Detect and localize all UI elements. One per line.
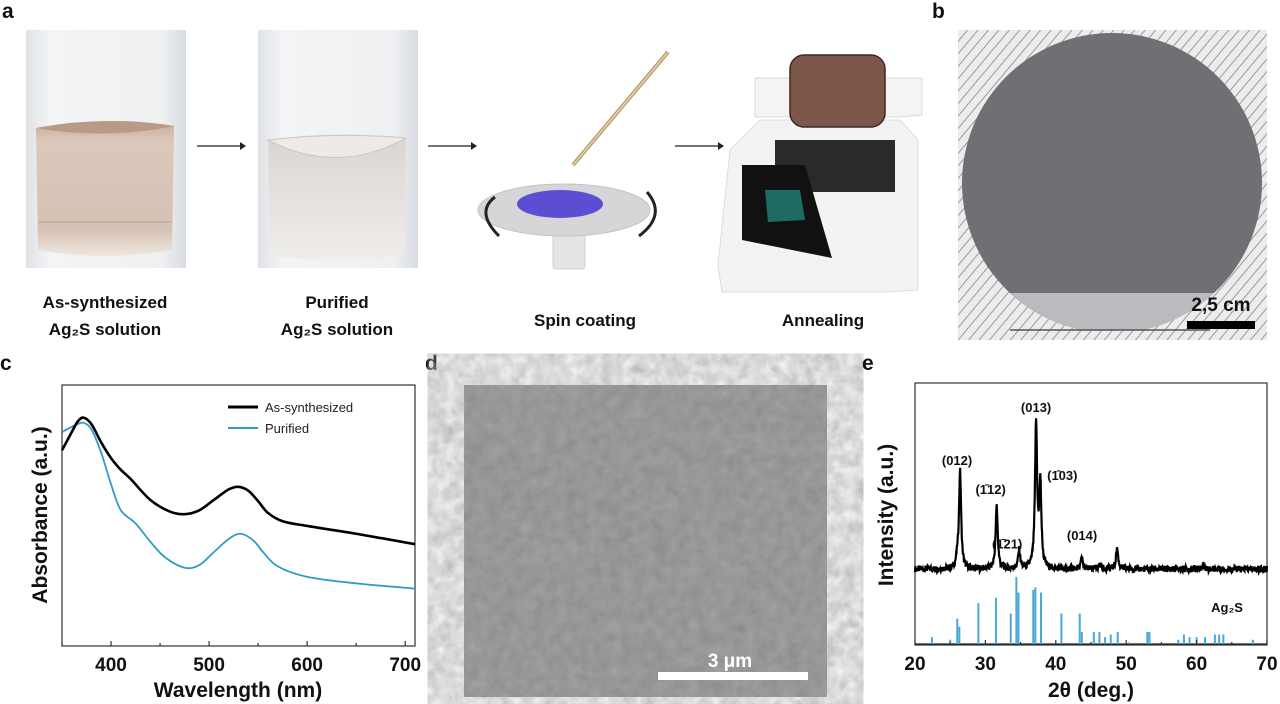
series-line-purified bbox=[61, 421, 416, 590]
x-tick-label: 600 bbox=[291, 655, 323, 676]
panel-label-e: e bbox=[862, 352, 874, 375]
x-tick-label: 70 bbox=[1256, 654, 1277, 675]
legend-as-synthesized: As-synthesized bbox=[265, 400, 353, 415]
caption-step-1-line2: Ag₂S solution bbox=[49, 320, 161, 339]
wafer-photo bbox=[958, 30, 1267, 340]
arrow-head-icon bbox=[718, 142, 724, 150]
rotation-arrow-icon bbox=[638, 191, 657, 238]
x-tick-label: 20 bbox=[904, 654, 925, 675]
wafer-brown bbox=[789, 54, 886, 128]
legend-purified: Purified bbox=[265, 421, 309, 436]
display-screen bbox=[765, 190, 805, 222]
x-tick-label: 50 bbox=[1116, 654, 1137, 675]
peak-label: (012) bbox=[942, 453, 972, 468]
panel-label-a: a bbox=[2, 0, 14, 23]
caption-step-1-line1: As-synthesized bbox=[43, 293, 168, 312]
measured-xrd-line bbox=[913, 418, 1269, 577]
x-axis-label-c: Wavelength (nm) bbox=[154, 679, 322, 702]
sem-image bbox=[464, 385, 827, 697]
arrow-head-icon bbox=[471, 142, 477, 150]
x-axis-label-e: 2θ (deg.) bbox=[1048, 679, 1134, 702]
x-tick-label: 400 bbox=[95, 655, 127, 676]
scale-bar-label-d: 3 μm bbox=[708, 651, 752, 672]
absorbance-chart: 400 500 600 700 As-synthesized Purified Wav… bbox=[29, 384, 421, 702]
panel-label-c: c bbox=[0, 352, 12, 375]
caption-step-2-line2: Ag₂S solution bbox=[281, 320, 393, 339]
panel-label-b: b bbox=[932, 0, 945, 23]
wafer-purple bbox=[517, 190, 603, 218]
peak-label: (013) bbox=[1021, 400, 1051, 415]
peak-label: (1̄03) bbox=[1047, 468, 1077, 483]
vial-purified bbox=[258, 30, 418, 268]
vial-as-synthesized bbox=[26, 30, 186, 268]
spin-coater-illustration bbox=[477, 50, 670, 270]
y-axis-label-e: Intensity (a.u.) bbox=[875, 444, 898, 586]
caption-step-2-line1: Purified bbox=[305, 293, 368, 312]
step-captions: As-synthesized Ag₂S solution Purified Ag… bbox=[43, 293, 864, 339]
caption-step-4: Annealing bbox=[782, 311, 864, 330]
scale-bar-d bbox=[658, 672, 808, 680]
arrow-head-icon bbox=[240, 142, 246, 150]
xrd-chart: 20 30 40 50 60 70 (012)(1̄12) (1̄21) (013) (1̄03… bbox=[875, 382, 1278, 702]
series-line-as-synthesized bbox=[60, 416, 416, 546]
x-tick-label: 60 bbox=[1186, 654, 1207, 675]
x-tick-label: 500 bbox=[193, 655, 225, 676]
x-tick-label: 40 bbox=[1045, 654, 1066, 675]
peak-label: (1̄21) bbox=[992, 537, 1022, 552]
plot-frame bbox=[61, 384, 416, 647]
scale-bar-b bbox=[1187, 321, 1255, 329]
rotation-arrow-icon bbox=[484, 195, 501, 238]
peak-label: (014) bbox=[1067, 528, 1097, 543]
reference-label: Ag₂S bbox=[1211, 600, 1243, 615]
peak-label: (1̄12) bbox=[975, 482, 1005, 497]
y-axis-label-c: Absorbance (a.u.) bbox=[29, 426, 52, 603]
panel-label-d: d bbox=[425, 352, 438, 375]
hot-plate-illustration bbox=[717, 54, 923, 293]
caption-step-3: Spin coating bbox=[534, 311, 636, 330]
x-tick-label: 30 bbox=[975, 654, 996, 675]
x-tick-label: 700 bbox=[389, 655, 421, 676]
scale-bar-label-b: 2,5 cm bbox=[1191, 295, 1250, 316]
